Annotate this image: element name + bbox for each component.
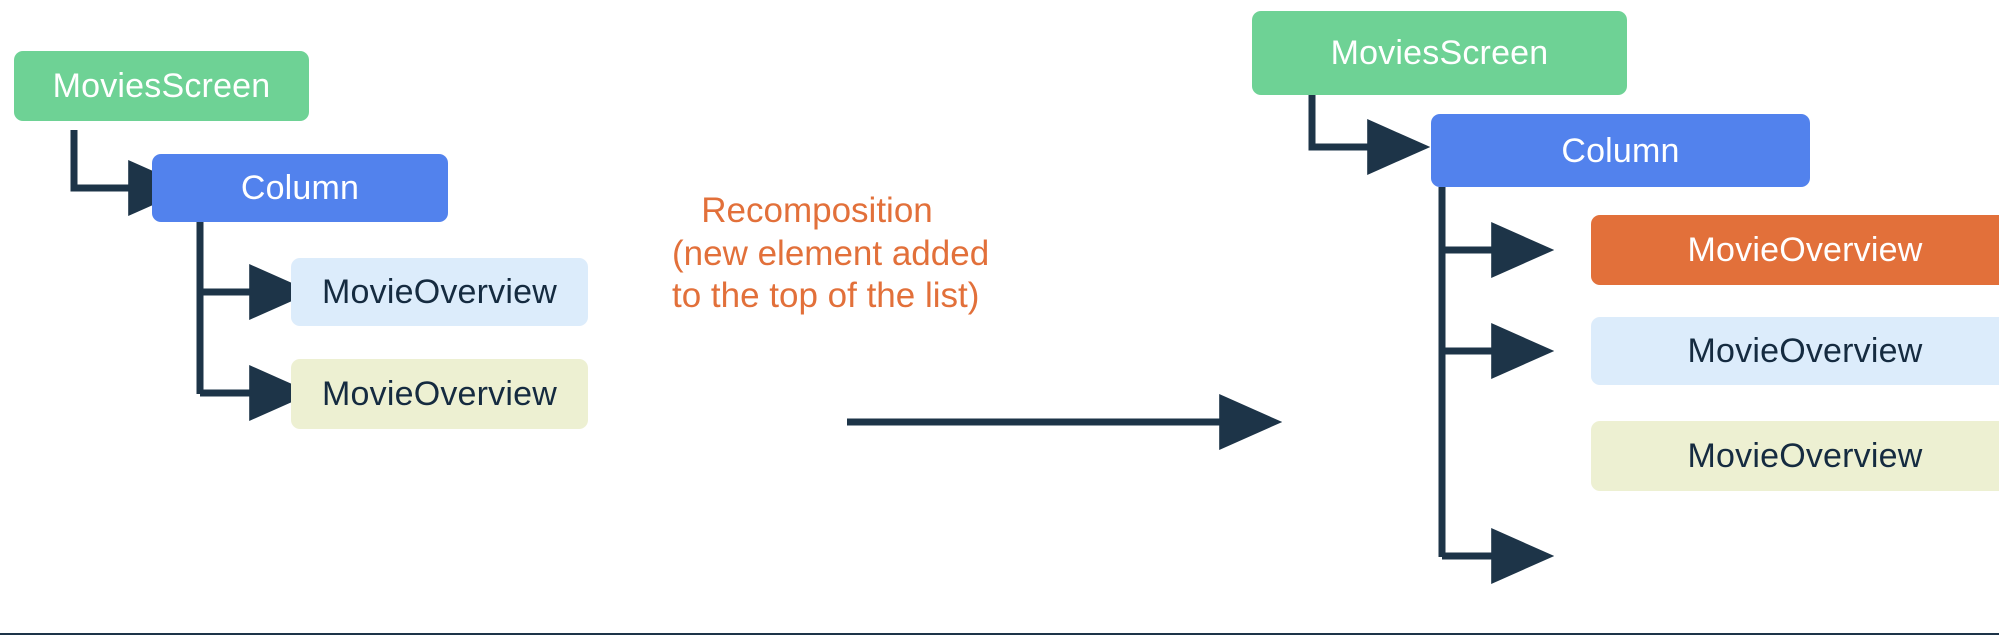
caption-line-3: to the top of the list)	[672, 276, 980, 316]
right-node-movies-screen[interactable]: MoviesScreen	[1252, 11, 1627, 95]
edge-right-moviesscreen-to-column	[1308, 95, 1431, 175]
edge-left-moviesscreen-to-column	[70, 130, 192, 216]
left-node-column[interactable]: Column	[152, 154, 448, 222]
right-node-column[interactable]: Column	[1431, 114, 1810, 187]
right-node-movie-overview-new[interactable]: MovieOverview	[1591, 215, 1999, 285]
right-node-movie-overview-2[interactable]: MovieOverview	[1591, 421, 1999, 491]
recomposition-caption: Recomposition (new element added to the …	[672, 190, 990, 318]
caption-line-2: (new element added	[672, 233, 990, 273]
left-node-movies-screen[interactable]: MoviesScreen	[14, 51, 309, 121]
right-node-movie-overview-1[interactable]: MovieOverview	[1591, 317, 1999, 385]
bottom-divider	[0, 633, 1999, 635]
caption-line-1: Recomposition	[701, 191, 933, 230]
edge-left-column-to-children	[196, 222, 313, 421]
left-node-movie-overview-1[interactable]: MovieOverview	[291, 258, 588, 326]
edge-right-column-to-children	[1438, 187, 1555, 584]
left-node-movie-overview-2[interactable]: MovieOverview	[291, 359, 588, 429]
